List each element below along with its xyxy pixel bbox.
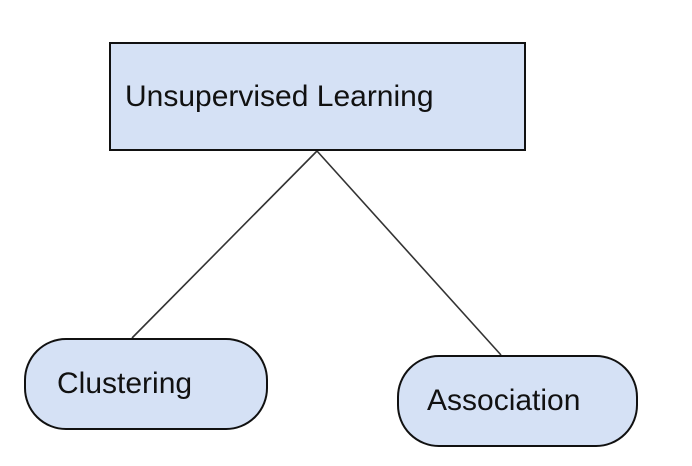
root-node: Unsupervised Learning	[109, 42, 526, 151]
root-node-label: Unsupervised Learning	[125, 79, 434, 113]
child-node-association: Association	[397, 355, 638, 447]
child-node-clustering: Clustering	[24, 338, 268, 430]
child-node-association-label: Association	[427, 384, 581, 417]
connector-to-association	[316, 150, 502, 356]
connector-to-clustering	[131, 150, 318, 339]
child-node-clustering-label: Clustering	[57, 367, 193, 400]
